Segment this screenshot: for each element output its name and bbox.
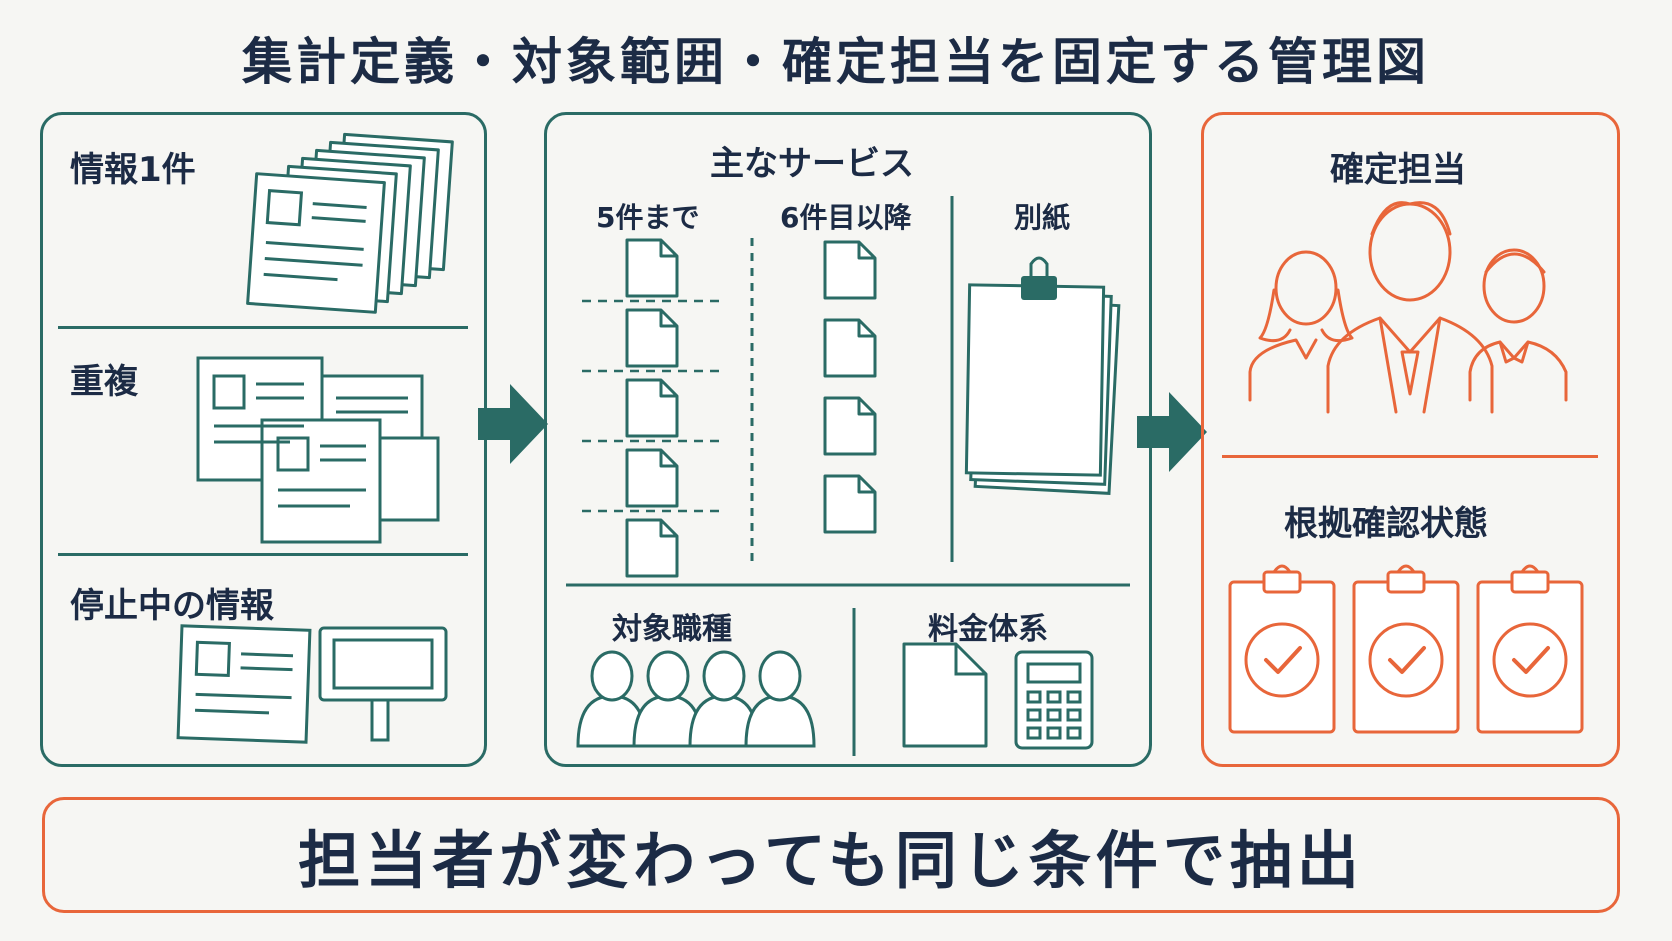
right-divider [1222,455,1598,458]
column-label-separate-sheet: 別紙 [1014,201,1071,234]
middle-panel [544,112,1152,767]
bottom-banner: 担当者が変わっても同じ条件で抽出 [42,797,1620,913]
services-title: 主なサービス [710,144,914,184]
section-label-single-info: 情報1件 [70,150,196,190]
page-title: 集計定義・対象範囲・確定担当を固定する管理図 [242,33,1430,91]
evidence-status-title: 根拠確認状態 [1284,504,1488,544]
column-label-from-6: 6件目以降 [780,201,912,234]
right-panel [1201,112,1620,767]
section-label-suspended-info: 停止中の情報 [70,586,274,626]
section-label-duplicate: 重複 [70,362,138,402]
column-label-up-to-5: 5件まで [596,201,700,234]
pricing-label: 料金体系 [928,612,1048,647]
left-panel [40,112,487,767]
left-divider-2 [58,553,468,556]
arrow-right-icon [478,384,548,464]
target-jobs-label: 対象職種 [612,612,732,647]
arrow-right-icon [1137,392,1207,472]
left-divider-1 [58,326,468,329]
assignee-title: 確定担当 [1330,150,1466,190]
